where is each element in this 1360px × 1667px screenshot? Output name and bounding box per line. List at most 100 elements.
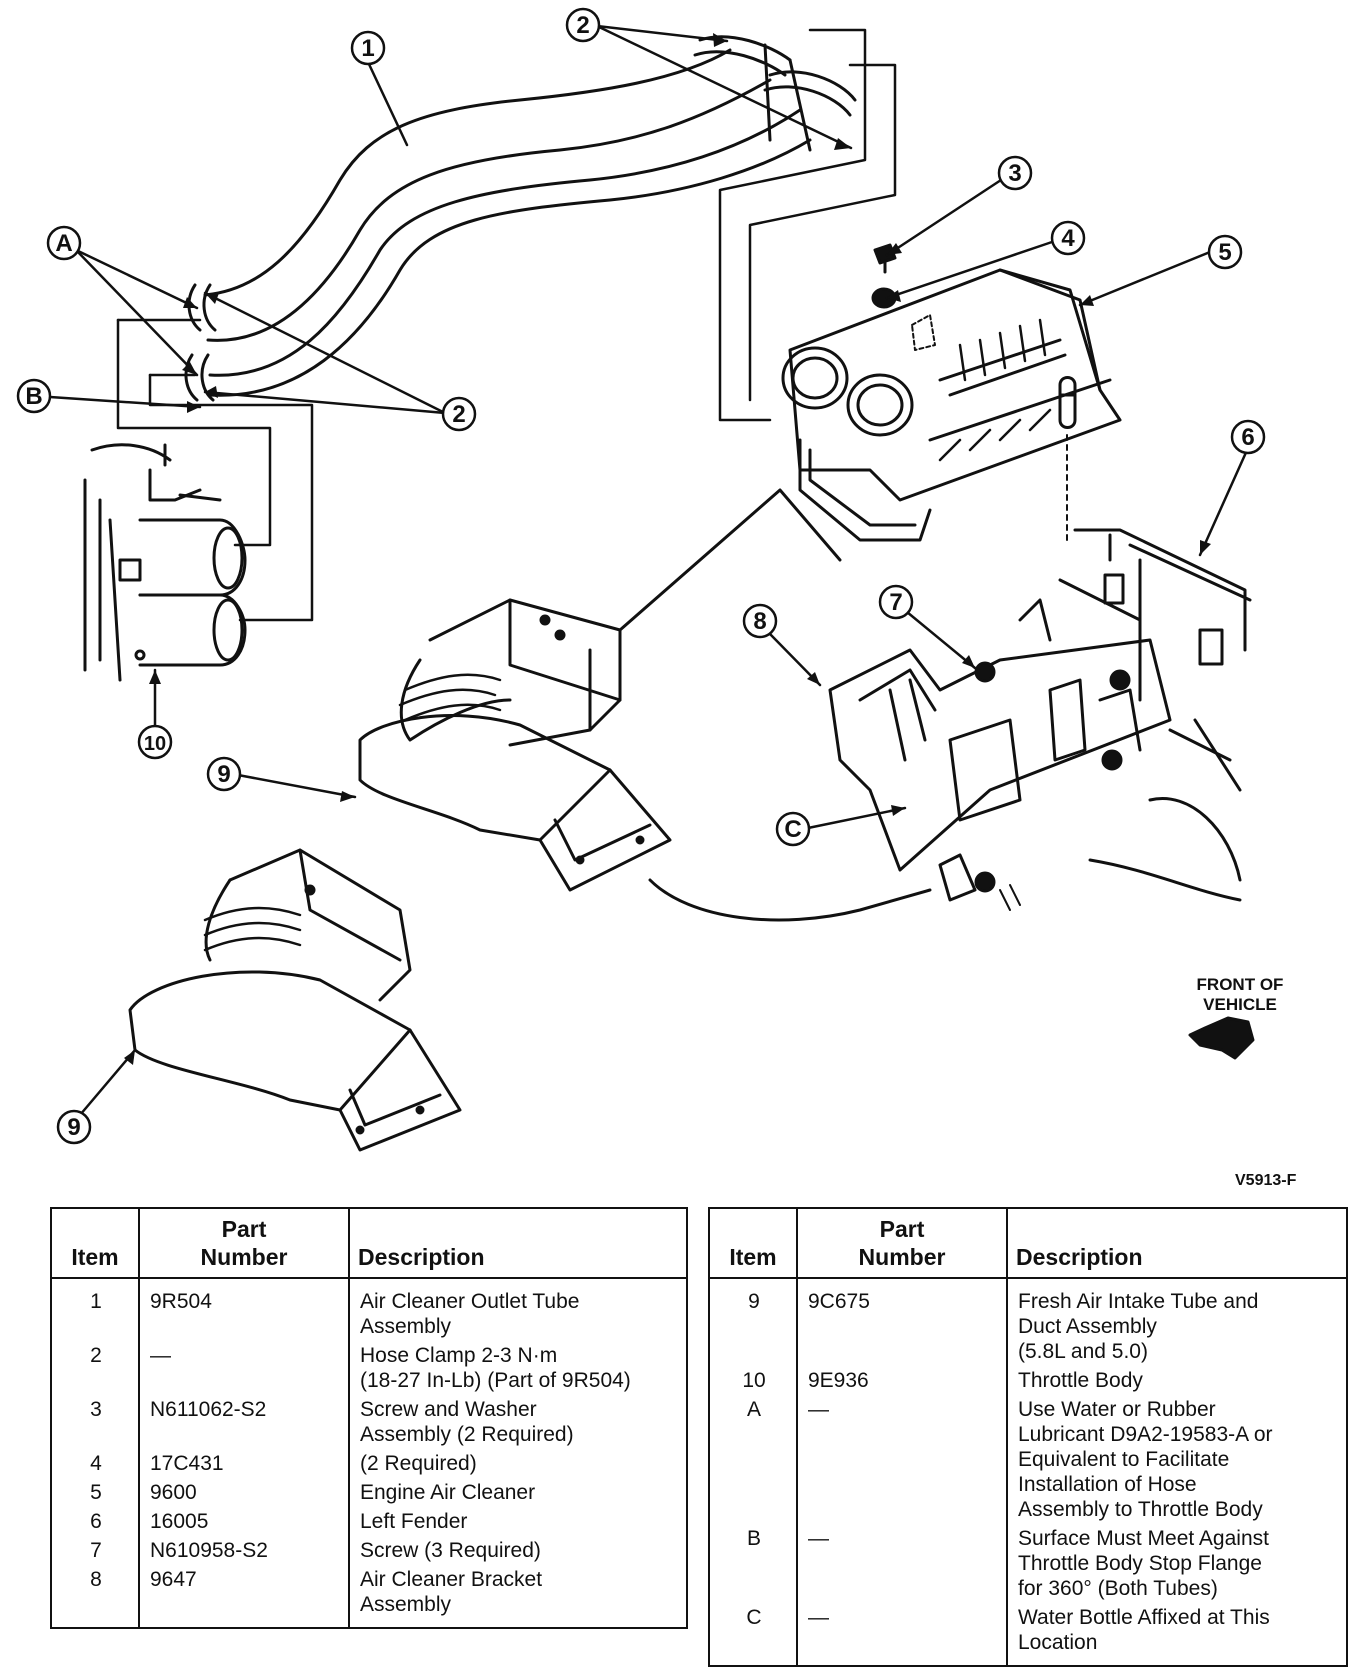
table-header-row: Item Part Number Description xyxy=(709,1208,1347,1279)
front-label-line2: VEHICLE xyxy=(1203,995,1277,1014)
cell-item: 10 xyxy=(709,1366,798,1395)
cell-description: Screw (3 Required) xyxy=(349,1536,687,1565)
cell-part-number: — xyxy=(139,1341,350,1395)
svg-text:B: B xyxy=(25,383,42,410)
table-row: 2—Hose Clamp 2-3 N·m(18-27 In-Lb) (Part … xyxy=(51,1341,687,1395)
description-line: Lubricant D9A2-19583-A or xyxy=(1018,1423,1273,1446)
header-part-line2: Number xyxy=(858,1244,946,1270)
cell-item: 2 xyxy=(51,1341,140,1395)
svg-text:6: 6 xyxy=(1241,424,1254,451)
callout-5: 5 xyxy=(1207,234,1243,270)
callout-9-upper: 9 xyxy=(206,756,242,792)
header-part-number: Part Number xyxy=(139,1208,350,1279)
cell-item: C xyxy=(709,1603,798,1666)
front-arrow-icon xyxy=(1188,1016,1255,1060)
svg-text:9: 9 xyxy=(217,761,230,788)
cell-item: B xyxy=(709,1524,798,1603)
header-part-line1: Part xyxy=(879,1216,925,1242)
cell-part-number: — xyxy=(797,1524,1008,1603)
cell-description: Left Fender xyxy=(349,1507,687,1536)
description-line: Screw and Washer xyxy=(360,1398,537,1421)
header-part-number: Part Number xyxy=(797,1208,1008,1279)
left-fender xyxy=(1058,528,1252,902)
leader-lines xyxy=(48,24,1250,1117)
cell-part-number: N611062-S2 xyxy=(139,1395,350,1449)
svg-text:9: 9 xyxy=(67,1114,80,1141)
header-part-line2: Number xyxy=(200,1244,288,1270)
svg-text:10: 10 xyxy=(144,733,166,755)
callout-4: 4 xyxy=(1050,220,1086,256)
svg-text:7: 7 xyxy=(889,589,902,616)
cell-item: 6 xyxy=(51,1507,140,1536)
header-item: Item xyxy=(709,1208,798,1279)
cell-description: (2 Required) xyxy=(349,1449,687,1478)
figure-code: V5913-F xyxy=(1235,1172,1297,1189)
cell-part-number: 9C675 xyxy=(797,1278,1008,1366)
svg-text:2: 2 xyxy=(576,12,589,39)
description-line: for 360° (Both Tubes) xyxy=(1018,1577,1218,1600)
description-line: Air Cleaner Bracket xyxy=(360,1568,543,1591)
header-part-line1: Part xyxy=(221,1216,267,1242)
callout-10: 10 xyxy=(137,724,173,760)
callout-6: 6 xyxy=(1230,419,1266,455)
throttle-body xyxy=(83,443,247,682)
description-line: Assembly to Throttle Body xyxy=(1018,1498,1263,1521)
engine-air-cleaner xyxy=(781,268,1122,542)
description-line: Left Fender xyxy=(360,1510,468,1533)
cell-part-number: 17C431 xyxy=(139,1449,350,1478)
cell-item: 5 xyxy=(51,1478,140,1507)
description-line: Equivalent to Facilitate xyxy=(1018,1448,1230,1471)
cell-item: 7 xyxy=(51,1536,140,1565)
description-line: Surface Must Meet Against xyxy=(1018,1527,1269,1550)
callouts: 1 2 2 3 4 5 6 7 8 9 9 10 A B C xyxy=(16,7,1266,1145)
header-item: Item xyxy=(51,1208,140,1279)
callout-C: C xyxy=(775,811,811,847)
svg-text:2: 2 xyxy=(452,401,465,428)
svg-text:3: 3 xyxy=(1008,160,1021,187)
description-line: Assembly xyxy=(360,1593,452,1616)
callout-2-left: 2 xyxy=(441,396,477,432)
svg-text:1: 1 xyxy=(361,35,374,62)
cell-item: 1 xyxy=(51,1278,140,1341)
description-line: Throttle Body Stop Flange xyxy=(1018,1552,1262,1575)
description-line: Assembly (2 Required) xyxy=(360,1423,574,1446)
front-label-line1: FRONT OF xyxy=(1196,975,1284,994)
cell-item: A xyxy=(709,1395,798,1524)
callout-B: B xyxy=(16,378,52,414)
screw-and-grommet xyxy=(871,243,1077,546)
description-line: Installation of Hose xyxy=(1018,1473,1197,1496)
description-line: Assembly xyxy=(360,1315,452,1338)
cell-part-number: 9600 xyxy=(139,1478,350,1507)
cell-part-number: 16005 xyxy=(139,1507,350,1536)
description-line: Use Water or Rubber xyxy=(1018,1398,1216,1421)
description-line: (5.8L and 5.0) xyxy=(1018,1340,1148,1363)
exploded-parts-diagram: 1 2 2 3 4 5 6 7 8 9 9 10 A B C xyxy=(16,7,1266,1152)
svg-text:8: 8 xyxy=(753,608,766,635)
callout-1: 1 xyxy=(350,30,386,66)
svg-text:4: 4 xyxy=(1061,225,1075,252)
cell-item: 3 xyxy=(51,1395,140,1449)
cell-part-number: 9R504 xyxy=(139,1278,350,1341)
cell-description: Throttle Body xyxy=(1007,1366,1347,1395)
callout-3: 3 xyxy=(997,155,1033,191)
callout-7: 7 xyxy=(878,584,914,620)
cell-item: 9 xyxy=(709,1278,798,1366)
cell-part-number: 9647 xyxy=(139,1565,350,1628)
callout-8: 8 xyxy=(742,603,778,639)
header-description: Description xyxy=(1007,1208,1347,1279)
fresh-air-intake-duct-lower xyxy=(128,848,462,1152)
